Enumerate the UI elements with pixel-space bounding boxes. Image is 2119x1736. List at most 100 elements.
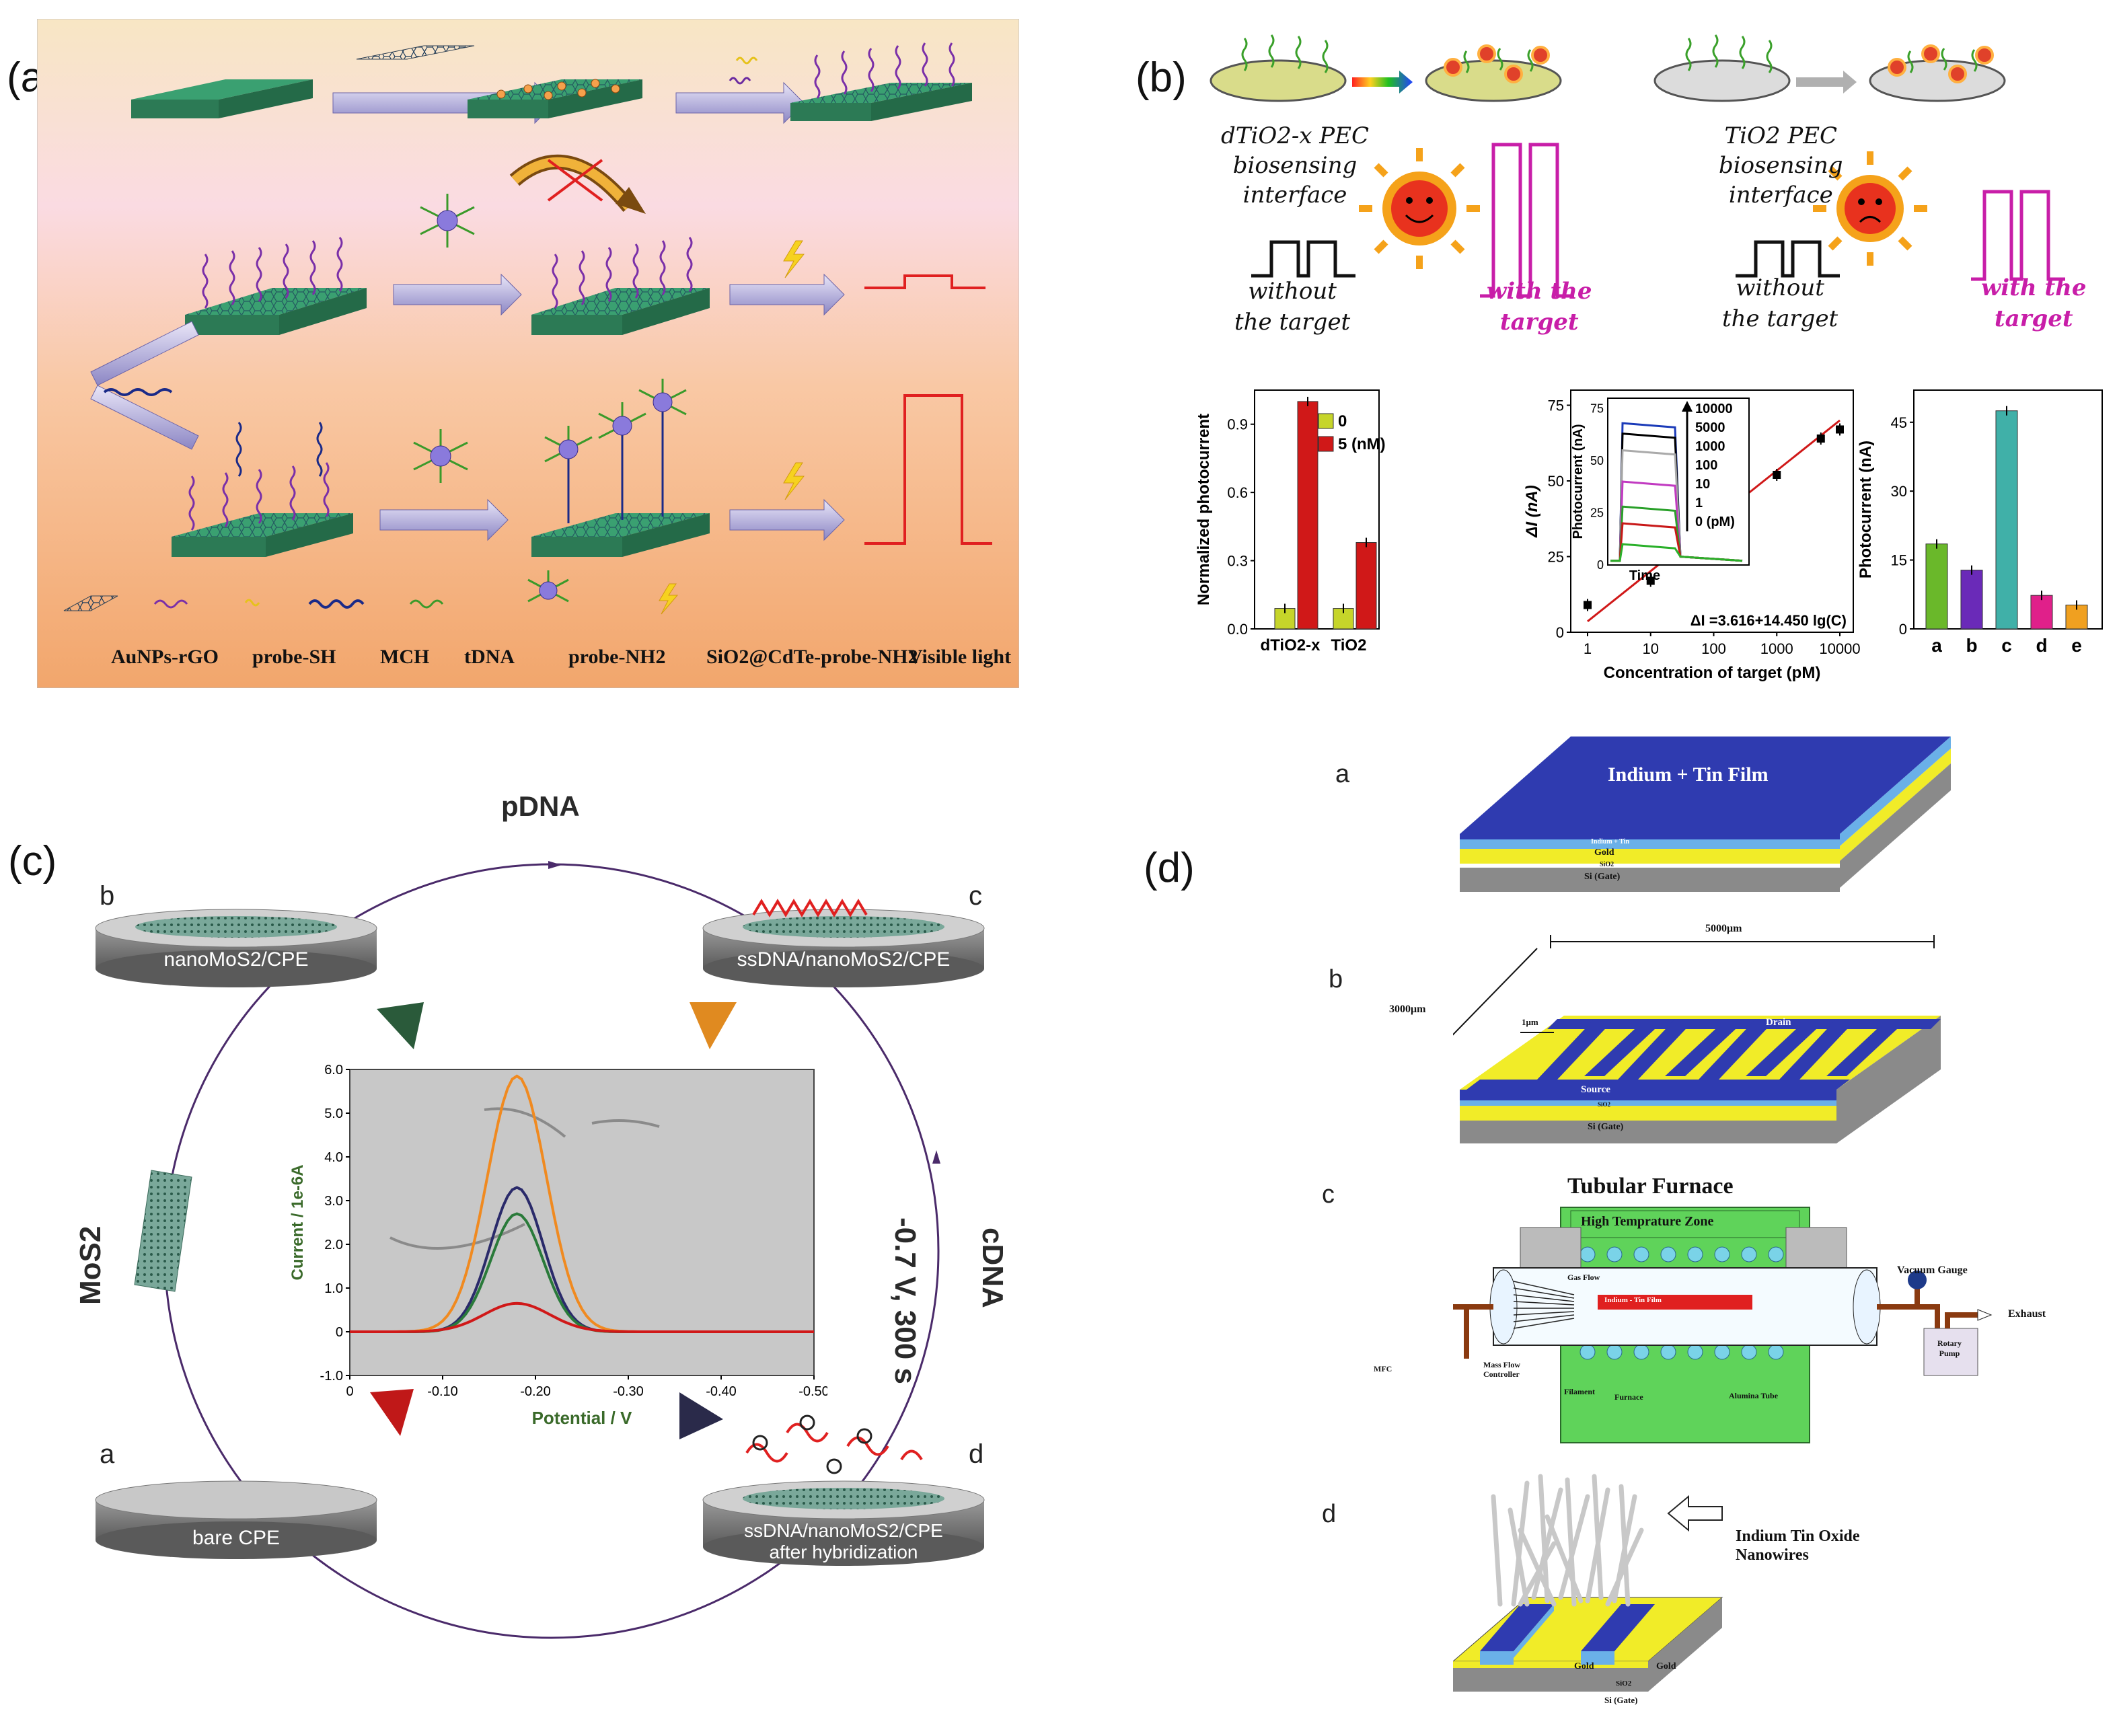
height-3000-label: 3000μm bbox=[1389, 1004, 1426, 1015]
nanowires-line2: Nanowires bbox=[1736, 1546, 1809, 1564]
inset-arrow-head bbox=[1682, 401, 1693, 412]
label-mos2: MoS2 bbox=[74, 1225, 107, 1305]
inset-trace bbox=[1610, 543, 1743, 562]
disk-a-label: bare CPE bbox=[192, 1527, 281, 1549]
disk-dtio2 bbox=[1210, 59, 1347, 102]
legend-probe-nh2: probe-NH2 bbox=[568, 646, 666, 668]
disk-d-label-line1: ssDNA/nanoMoS2/CPE bbox=[744, 1520, 943, 1541]
y-tick-label: 0 bbox=[336, 1325, 343, 1340]
legend-swatch bbox=[1318, 413, 1334, 429]
y-tick-label: 45 bbox=[1891, 414, 1907, 431]
label-pdna: pDNA bbox=[501, 790, 580, 822]
y-tick-label: 30 bbox=[1891, 483, 1907, 500]
si-gate-label-b: Si (Gate) bbox=[1588, 1122, 1624, 1132]
bar-a bbox=[1925, 543, 1948, 630]
rotary-pump-line1: Rotary bbox=[1937, 1338, 1962, 1348]
data-point bbox=[1646, 576, 1655, 585]
gold-label-d1: Gold bbox=[1574, 1661, 1594, 1671]
cycle-letter-d: d bbox=[969, 1439, 984, 1469]
legend-visible-light: Visible light bbox=[908, 646, 1012, 668]
tubular-furnace bbox=[1453, 1207, 1993, 1443]
legend-label: 5 (nM) bbox=[1338, 435, 1386, 453]
vacuum-gauge-label: Vacuum Gauge bbox=[1897, 1265, 1968, 1276]
disk-b bbox=[95, 909, 377, 987]
inset-y-axis-label: Photocurrent (nA) bbox=[1571, 424, 1586, 539]
indium-tin-film-label: Indium - Tin Film bbox=[1604, 1296, 1662, 1304]
inset-legend-label: 10000 bbox=[1695, 402, 1733, 416]
inset-legend-label: 5000 bbox=[1695, 420, 1725, 435]
d-letter-c: c bbox=[1322, 1180, 1335, 1209]
dtio2-title-line1: dTiO2-x PEC bbox=[1221, 122, 1370, 149]
x-axis-label: Concentration of target (pM) bbox=[1604, 664, 1821, 682]
nanowire-device bbox=[1453, 1474, 1723, 1692]
dtio2-title-line2: biosensing bbox=[1232, 152, 1358, 179]
y-axis-label: Photocurrent (nA) bbox=[1857, 441, 1875, 578]
furnace-label: Furnace bbox=[1614, 1392, 1643, 1402]
disk-d-label-line2: after hybridization bbox=[769, 1542, 918, 1562]
mass-flow-line2: Controller bbox=[1483, 1369, 1520, 1379]
plot-frame bbox=[1570, 389, 1854, 633]
legend-tdna: tDNA bbox=[464, 646, 515, 668]
x-tick-label: 1000 bbox=[1760, 640, 1793, 657]
y-tick-label: 15 bbox=[1891, 552, 1907, 569]
sio2-label-d: SiO2 bbox=[1616, 1680, 1632, 1688]
x-tick-label: 0 bbox=[346, 1384, 353, 1399]
x-tick-label: e bbox=[2071, 635, 2082, 656]
y-tick-label: 2.0 bbox=[324, 1238, 343, 1252]
data-point bbox=[1836, 425, 1844, 434]
disk-c bbox=[702, 899, 985, 987]
panel-b-tag: (b) bbox=[1136, 54, 1187, 101]
data-point bbox=[1584, 601, 1592, 609]
sio2-cdte-particle-2 bbox=[413, 429, 468, 483]
mass-flow-label: Mass Flow Controller bbox=[1483, 1360, 1520, 1379]
y-tick-label: 6.0 bbox=[324, 1063, 343, 1078]
source-label: Source bbox=[1581, 1084, 1610, 1095]
gold-label-a: Gold bbox=[1594, 847, 1614, 858]
x-tick-label: -0.50 bbox=[798, 1384, 827, 1399]
y-tick-label: 5.0 bbox=[324, 1106, 343, 1121]
itofilm-stack bbox=[1460, 737, 1951, 892]
x-tick-label: -0.20 bbox=[520, 1384, 551, 1399]
rotary-pump-label: Rotary Pump bbox=[1937, 1338, 1962, 1359]
y-tick-label: 0.3 bbox=[1227, 553, 1248, 570]
wave-dtio2-with bbox=[1480, 143, 1574, 298]
x-tick-label: -0.10 bbox=[427, 1384, 458, 1399]
tio2-without-line1: without bbox=[1736, 274, 1824, 301]
dtio2-with-line1: with the bbox=[1487, 278, 1592, 305]
tio2-with-label: with the target bbox=[1981, 272, 2087, 334]
dtio2-with-line2: target bbox=[1499, 309, 1579, 336]
drain-label: Drain bbox=[1766, 1017, 1791, 1028]
high-temp-zone-label: High Temprature Zone bbox=[1581, 1214, 1714, 1229]
nanowires-line1: Indium Tin Oxide bbox=[1736, 1527, 1860, 1545]
itofilm-top-label: Indium + Tin bbox=[1591, 838, 1630, 845]
panel-d-tag: (d) bbox=[1144, 845, 1195, 891]
panel-c-cycle bbox=[95, 861, 985, 1639]
bar-d bbox=[2030, 595, 2053, 630]
d-letter-a: a bbox=[1335, 760, 1350, 788]
dpv-curve bbox=[350, 1301, 814, 1333]
y-axis-label: ΔI (nA) bbox=[1523, 485, 1541, 537]
x-tick-label: 1 bbox=[1584, 640, 1592, 657]
x-tick-label: TiO2 bbox=[1331, 636, 1367, 654]
wave-tio2-without bbox=[1736, 240, 1840, 278]
label-cdna: cDNA bbox=[976, 1228, 1009, 1308]
panel-d-schematics bbox=[1453, 737, 1993, 1692]
y-tick-label: 4.0 bbox=[324, 1150, 343, 1165]
gas-cylinder-label: Oxygen-Argon Gas Cylinder bbox=[1392, 1417, 1400, 1500]
x-tick-label: d bbox=[2036, 635, 2047, 656]
y-tick-label: 0 bbox=[1556, 624, 1564, 641]
y-tick-label: -1.0 bbox=[320, 1369, 343, 1384]
bar-c bbox=[1995, 410, 2018, 630]
y-tick-label: 3.0 bbox=[324, 1194, 343, 1209]
disk-b-label: nanoMoS2/CPE bbox=[163, 948, 309, 971]
chart-dpv: -1.001.02.03.04.05.06.00-0.10-0.20-0.30-… bbox=[289, 1063, 827, 1428]
d-letter-b: b bbox=[1329, 965, 1343, 993]
y-axis-label: Current / 1e-6A bbox=[289, 1164, 307, 1280]
y-tick-label: 0.6 bbox=[1227, 484, 1248, 501]
disk-c-label: ssDNA/nanoMoS2/CPE bbox=[737, 948, 951, 971]
legend-probe-sh: probe-SH bbox=[252, 646, 336, 668]
legend-aunps-rgo: AuNPs-rGO bbox=[111, 646, 219, 668]
y-tick-label: 0.9 bbox=[1227, 416, 1248, 433]
tio2-title-line2: biosensing bbox=[1719, 152, 1843, 179]
